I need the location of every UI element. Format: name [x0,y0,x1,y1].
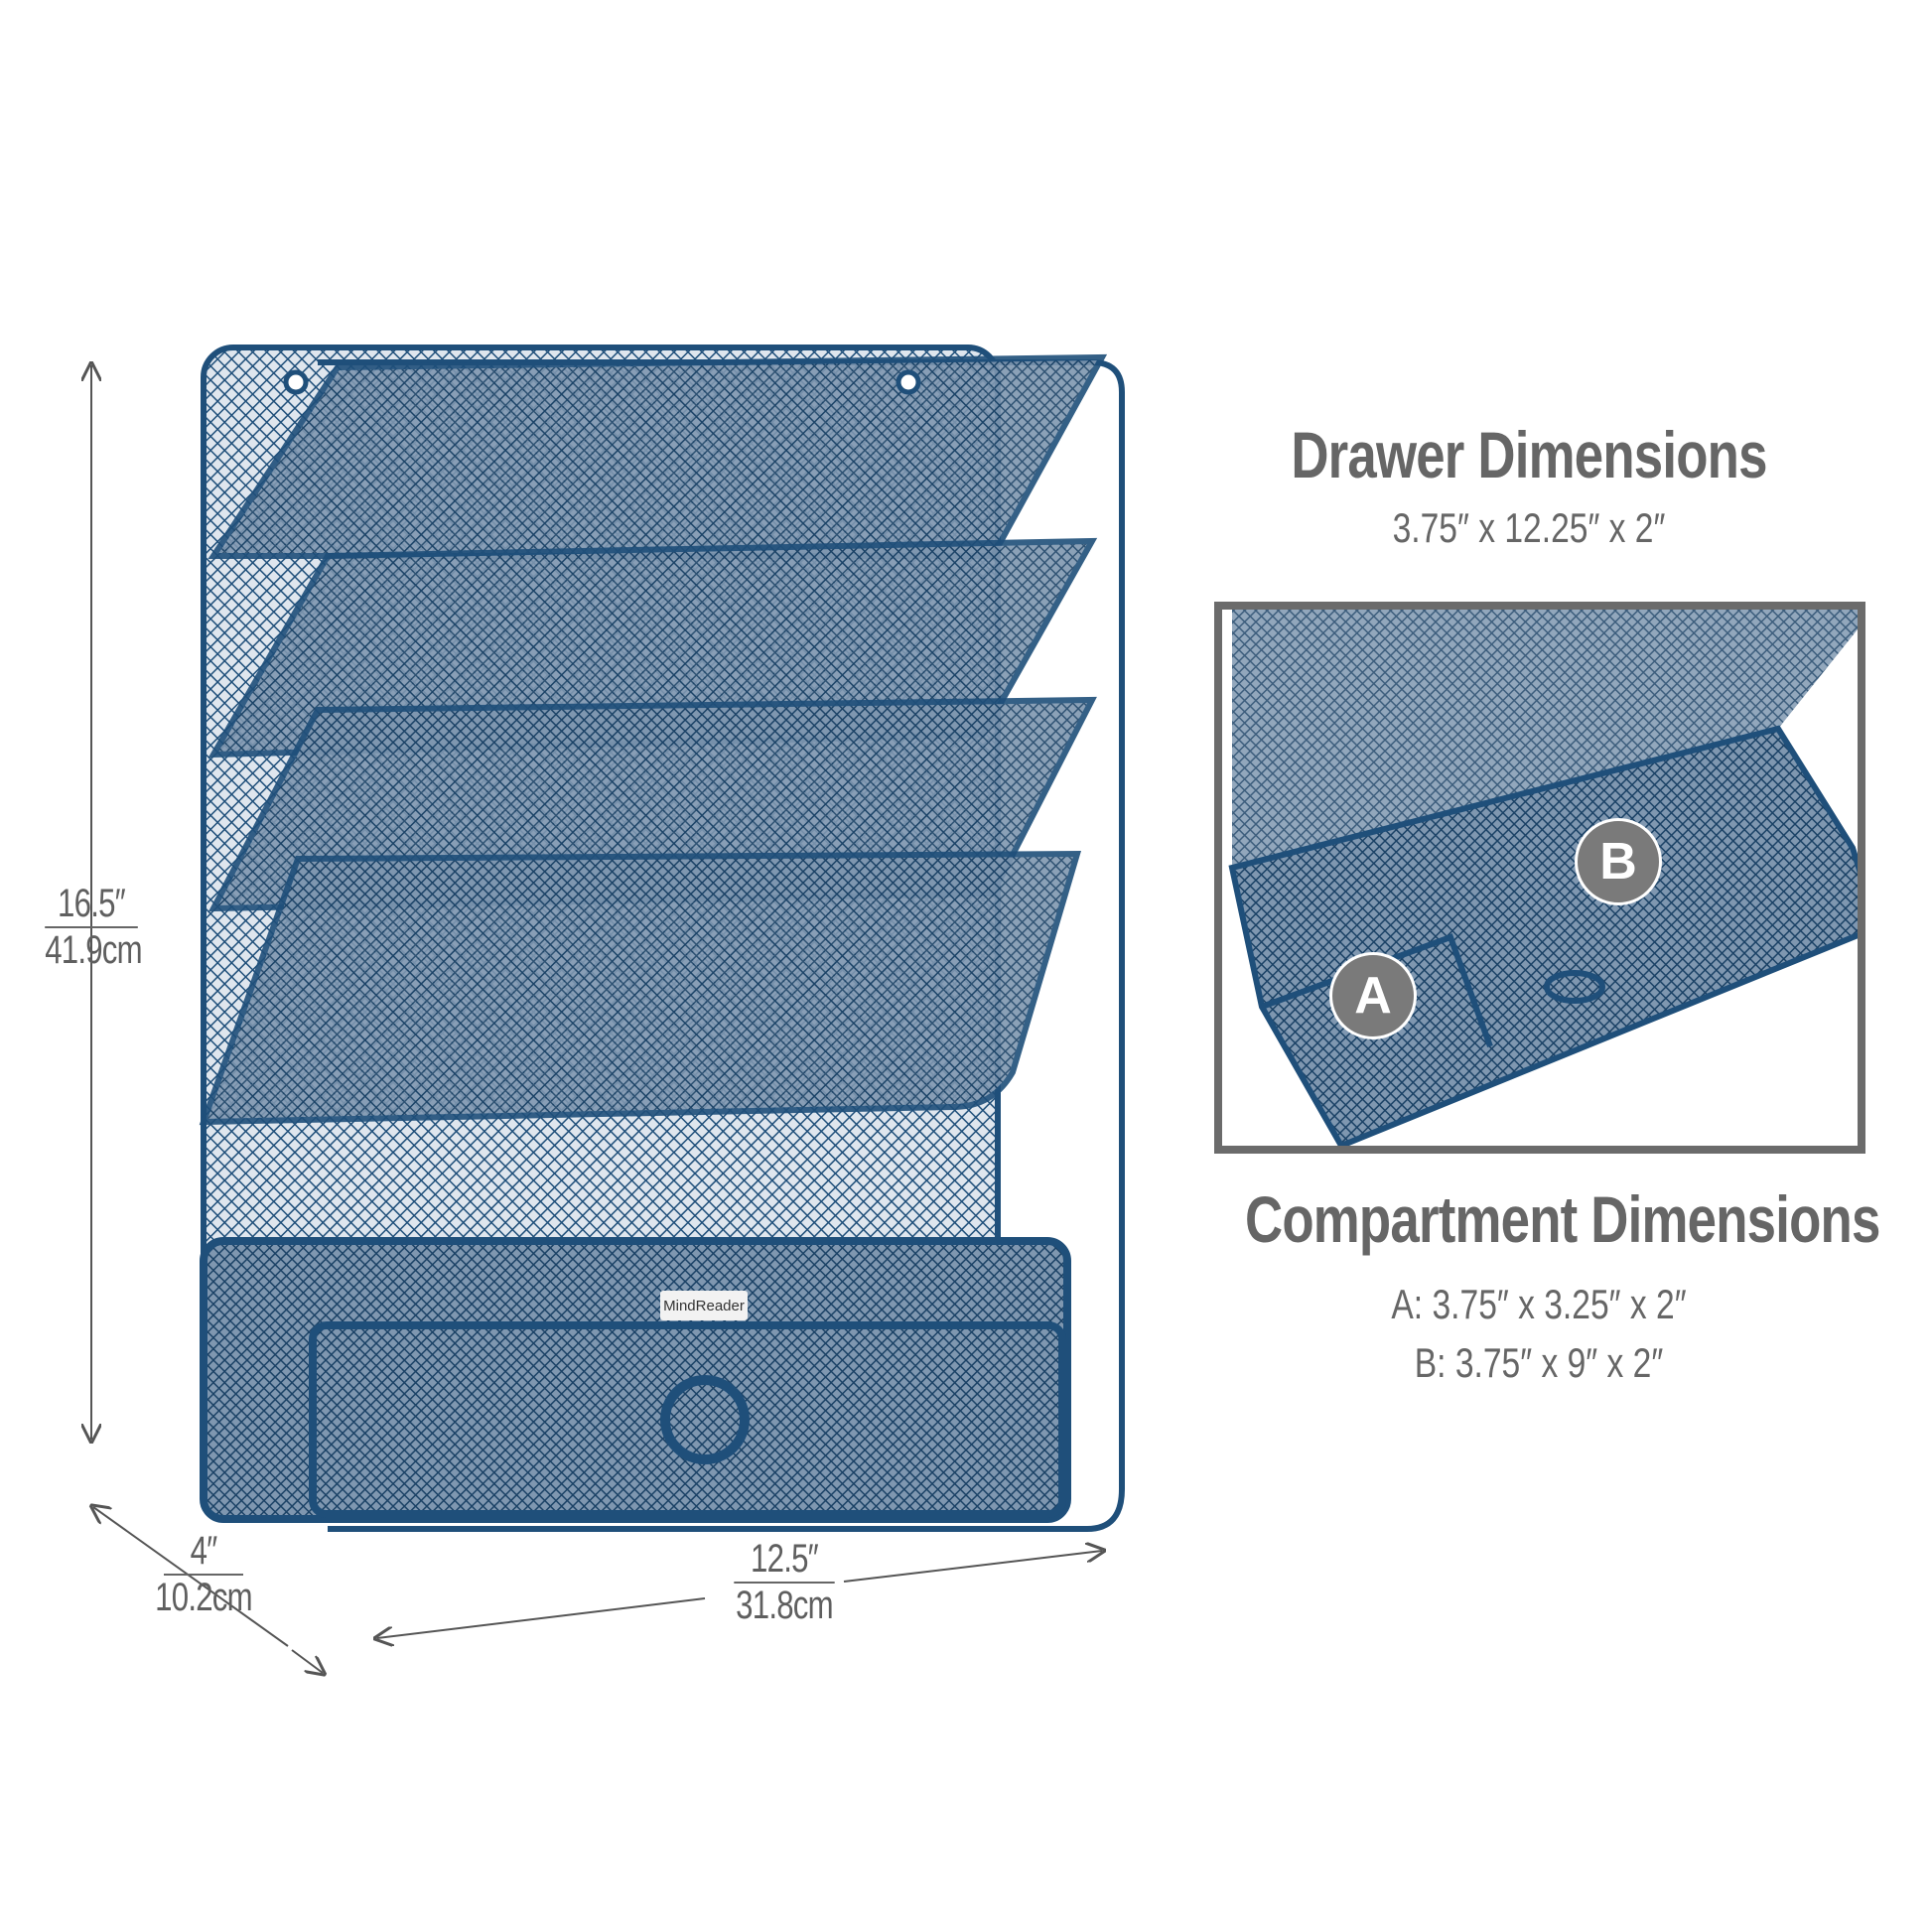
height-cm: 41.9cm [45,926,143,972]
drawer-size: 3.75″ x 12.25″ x 2″ [1392,504,1666,551]
depth-dimension: 4″ 10.2cm [139,1529,268,1620]
width-cm: 31.8cm [734,1582,835,1627]
compartment-b-badge: B [1575,818,1662,905]
width-arrow [377,1597,706,1638]
compartment-b-size: B: 3.75″ x 9″ x 2″ [1414,1339,1664,1386]
compartment-title: Compartment Dimensions [1245,1182,1880,1256]
compartment-a-badge: A [1329,952,1417,1039]
depth-inches: 4″ [190,1529,218,1573]
depth-arrow [93,1507,289,1647]
compartment-a-size: A: 3.75″ x 3.25″ x 2″ [1391,1281,1687,1327]
width-dimension: 12.5″ 31.8cm [720,1537,849,1628]
brand-label: MindReader [660,1291,748,1320]
depth-cm: 10.2cm [155,1576,252,1619]
drawer-title: Drawer Dimensions [1291,418,1767,491]
drawer-detail-image: A B [1214,602,1865,1154]
width-inches: 12.5″ [751,1537,819,1581]
height-dimension: 16.5″ 41.9cm [32,882,151,973]
height-inches: 16.5″ [58,882,126,925]
